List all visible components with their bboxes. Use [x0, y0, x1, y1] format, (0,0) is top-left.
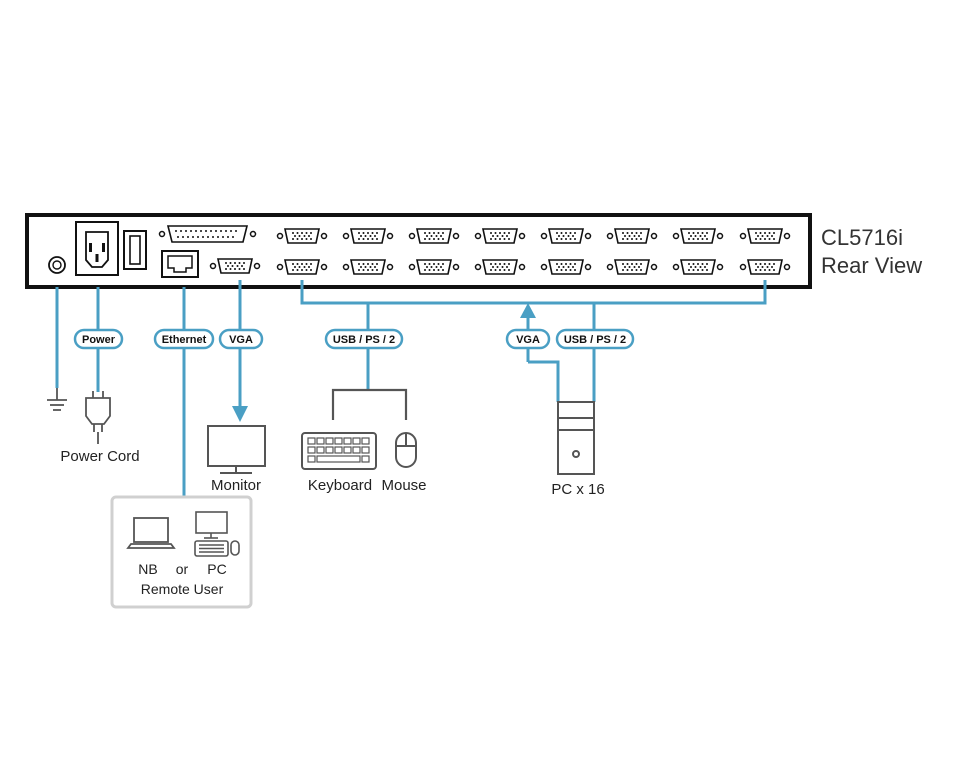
laptop-icon — [126, 517, 176, 549]
model-name: CL5716i — [821, 225, 903, 250]
db25-port — [158, 225, 257, 243]
svg-text:VGA: VGA — [229, 334, 253, 346]
power-switch — [123, 230, 147, 270]
kvm-rear-panel — [25, 213, 812, 289]
keyboard-mouse-cable — [331, 388, 408, 420]
mouse-label: Mouse — [381, 477, 426, 494]
pc-label: PC — [207, 561, 226, 577]
label-usb-ps2-console: USB / PS / 2 — [324, 328, 404, 350]
power-cord-label: Power Cord — [60, 448, 139, 465]
label-ethernet: Ethernet — [153, 328, 215, 350]
arrow-to-ports — [520, 303, 536, 318]
svg-text:VGA: VGA — [516, 334, 540, 346]
vga-pc-cable — [528, 360, 560, 402]
mouse-icon — [395, 432, 417, 468]
ethernet-port — [161, 250, 199, 278]
arrow-to-monitor — [232, 406, 248, 422]
label-vga-pc: VGA — [505, 328, 551, 350]
pc-count-label: PC x 16 — [551, 481, 604, 498]
remote-user-box: NB or PC Remote User — [110, 495, 253, 609]
label-power: Power — [73, 328, 124, 350]
or-label: or — [176, 561, 189, 577]
remote-user-label: Remote User — [141, 581, 224, 597]
desktop-pc-icon — [194, 511, 240, 557]
svg-text:Power: Power — [82, 334, 116, 346]
keyboard-icon — [301, 432, 377, 470]
svg-text:USB / PS / 2: USB / PS / 2 — [333, 334, 395, 346]
label-usb-ps2-pc: USB / PS / 2 — [555, 328, 635, 350]
ground-terminal — [48, 256, 66, 274]
cables — [55, 280, 767, 497]
power-socket — [75, 221, 119, 276]
svg-text:Ethernet: Ethernet — [162, 334, 207, 346]
keyboard-label: Keyboard — [308, 477, 372, 494]
pc-port-bus — [300, 280, 767, 305]
power-plug-icon — [85, 391, 111, 444]
nb-label: NB — [138, 561, 157, 577]
label-vga-console: VGA — [218, 328, 264, 350]
view-label: Rear View — [821, 253, 922, 278]
ground-icon — [47, 388, 67, 411]
monitor-label: Monitor — [211, 477, 261, 494]
pc-tower-icon — [557, 401, 595, 475]
svg-text:USB / PS / 2: USB / PS / 2 — [564, 334, 626, 346]
monitor-icon — [207, 425, 266, 474]
